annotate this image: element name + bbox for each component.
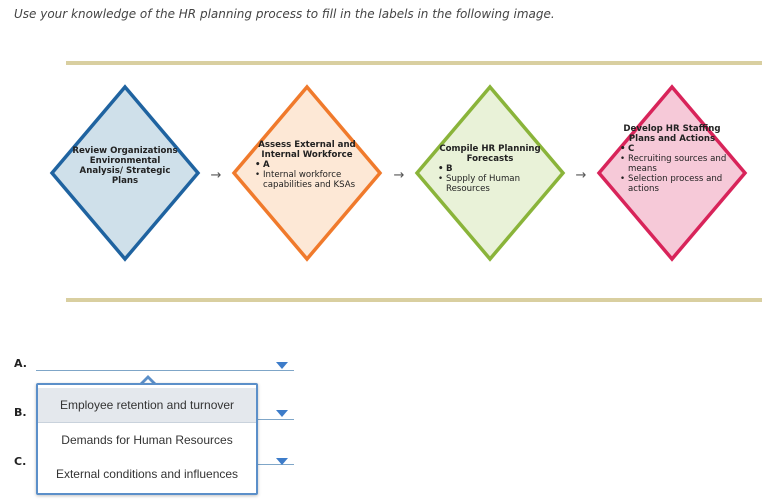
- flow-arrow-3-icon: →: [575, 168, 587, 183]
- step-4-item-c: C: [620, 144, 730, 154]
- answer-a-dropdown-menu: Employee retention and turnover Demands …: [36, 383, 258, 495]
- answer-a-chevron-down-icon[interactable]: [276, 362, 288, 369]
- step-4-title: Develop HR Staffing Plans and Actions: [623, 124, 721, 144]
- step-3-item-b: B: [438, 164, 548, 174]
- dropdown-pointer-inner: [143, 379, 153, 384]
- step-2-item-a: A: [255, 160, 365, 170]
- step-2-diamond: Assess External and Internal Workforce A…: [231, 84, 383, 262]
- answer-b-chevron-down-icon[interactable]: [276, 410, 288, 417]
- step-4-item-2: Recruiting sources and means: [620, 154, 730, 174]
- step-2-title: Assess External and Internal Workforce: [258, 140, 356, 160]
- step-1-shape: [49, 84, 201, 262]
- question-label-b: B.: [14, 406, 27, 419]
- step-2-item-2: Internal workforce capabilities and KSAs: [255, 170, 365, 190]
- question-label-a: A.: [14, 357, 27, 370]
- dropdown-option-1[interactable]: Employee retention and turnover: [38, 388, 256, 423]
- step-3-title: Compile HR Planning Forecasts: [439, 144, 541, 164]
- top-divider: [66, 61, 762, 65]
- step-1-diamond: Review Organizations Environmental Analy…: [49, 84, 201, 262]
- step-3-items: B Supply of Human Resources: [432, 164, 548, 194]
- step-4-item-3: Selection process and actions: [620, 174, 730, 194]
- step-4-items: C Recruiting sources and means Selection…: [614, 144, 730, 194]
- dropdown-option-2[interactable]: Demands for Human Resources: [61, 433, 233, 447]
- question-label-c: C.: [14, 455, 27, 468]
- answer-c-chevron-down-icon[interactable]: [276, 458, 288, 465]
- step-2-items: A Internal workforce capabilities and KS…: [249, 160, 365, 190]
- bottom-divider: [66, 298, 762, 302]
- step-3-diamond: Compile HR Planning Forecasts B Supply o…: [414, 84, 566, 262]
- step-3-item-2: Supply of Human Resources: [438, 174, 548, 194]
- flow-arrow-2-icon: →: [393, 168, 405, 183]
- instruction-text: Use your knowledge of the HR planning pr…: [14, 7, 555, 21]
- answer-a-select[interactable]: [36, 356, 294, 371]
- step-4-diamond: Develop HR Staffing Plans and Actions C …: [596, 84, 748, 262]
- flow-arrow-1-icon: →: [210, 168, 222, 183]
- dropdown-option-3[interactable]: External conditions and influences: [55, 467, 239, 481]
- step-1-title: Review Organizations Environmental Analy…: [72, 146, 178, 186]
